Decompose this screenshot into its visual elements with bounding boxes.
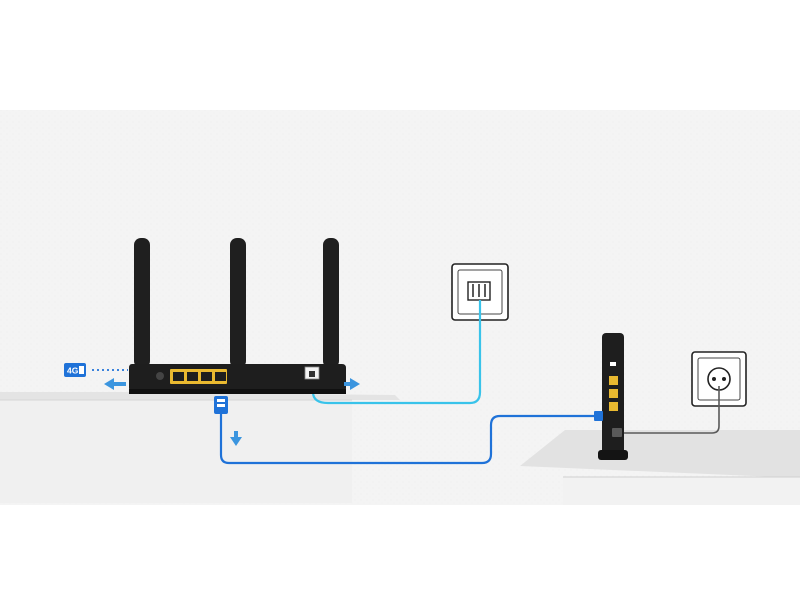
ethernet-cable [219, 412, 598, 465]
modem [594, 333, 628, 460]
power-cord [622, 386, 720, 434]
arrow-right-icon [344, 378, 360, 390]
arrow-down-icon [230, 431, 242, 446]
router [129, 364, 346, 394]
router-antennas [134, 238, 339, 368]
telephone-jack-icon [451, 263, 509, 321]
arrow-left-icon [104, 378, 126, 390]
left-desk [0, 392, 400, 503]
lan-ports [170, 369, 227, 384]
dsl-phone-cable [311, 300, 482, 405]
usb-4g-modem-icon: 4G [64, 363, 86, 377]
right-desk [520, 430, 800, 505]
badge-4g-label: 4G [67, 366, 79, 376]
ethernet-plug-icon [214, 396, 228, 414]
